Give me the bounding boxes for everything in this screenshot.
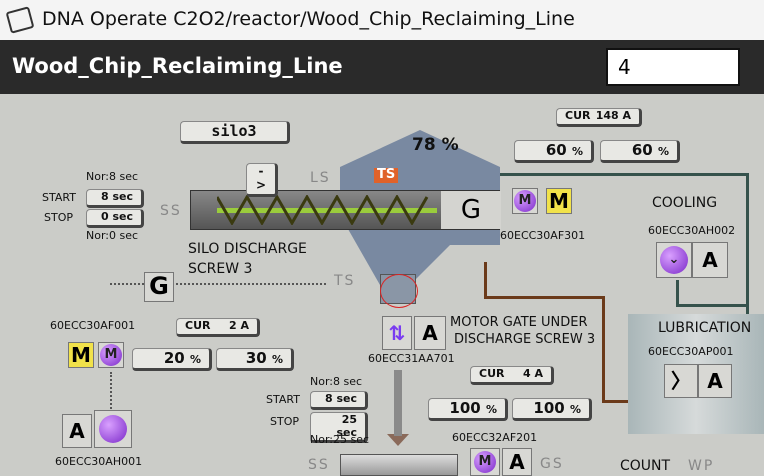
page-title: Wood_Chip_Reclaiming_Line (12, 54, 343, 78)
window-title: DNA Operate C2O2/reactor/Wood_Chip_Recla… (42, 8, 575, 31)
cooling-line-down (676, 280, 679, 306)
nor-stop: Nor:0 sec (86, 229, 139, 242)
dotted-link-3 (110, 372, 112, 412)
af001-setpoint-2[interactable]: 30 % (216, 348, 294, 372)
af201-ss-label: SS (308, 457, 330, 473)
ah001-auto-button[interactable]: A (62, 414, 92, 448)
silo-level: 78 % (412, 135, 459, 155)
chute (394, 370, 402, 436)
wp-label: WP (688, 458, 715, 474)
af301-tag: 60ECC30AF301 (500, 229, 586, 242)
lube-line-up (484, 262, 487, 298)
af001-gear-g: G (144, 272, 174, 302)
af201-stop-label: STOP (270, 415, 299, 428)
app-icon (5, 6, 35, 34)
highlight-circle (380, 274, 418, 308)
gate-tag: 60ECC31AA701 (368, 352, 455, 365)
cooling-line (500, 173, 748, 176)
flow-arrow-icon (387, 434, 409, 446)
af201-tag: 60ECC32AF201 (452, 431, 538, 444)
conveyor[interactable] (340, 454, 458, 476)
start-delay-field[interactable]: 8 sec (86, 189, 144, 208)
af201-nor-stop: Nor:25 sec (310, 433, 370, 446)
af201-setpoint-2[interactable]: 100 % (512, 398, 592, 422)
cooling-auto-button[interactable]: A (692, 242, 728, 278)
cooling-label: COOLING (652, 195, 718, 211)
dotted-link (110, 283, 144, 285)
nor-start: Nor:8 sec (86, 170, 139, 183)
gate-auto-button[interactable]: A (414, 316, 446, 350)
gate-label-1: MOTOR GATE UNDER (450, 315, 588, 330)
af001-tag: 60ECC30AF001 (50, 319, 136, 332)
ss-label: SS (160, 203, 182, 219)
cooling-line-join (676, 304, 748, 307)
af001-setpoint-1[interactable]: 20 % (132, 348, 212, 372)
af201-stop-field[interactable]: 25 sec (310, 412, 368, 444)
ls-label: LS (310, 170, 331, 186)
af201-start-field[interactable]: 8 sec (310, 391, 368, 410)
ts-indicator: TS (374, 167, 399, 183)
direction-button[interactable]: -> (246, 163, 278, 197)
discharge-screw[interactable]: G (190, 190, 501, 230)
page-number-input[interactable]: 4 (606, 48, 740, 86)
count-label: COUNT (620, 458, 671, 474)
screw-graphic (217, 195, 437, 225)
af301-motor-m-icon[interactable]: M (512, 188, 538, 214)
af001-manual-m-button[interactable]: M (68, 342, 94, 368)
cooling-return-line (746, 173, 749, 403)
af301-manual-m-button[interactable]: M (546, 188, 572, 214)
gear-g: G (441, 191, 501, 229)
screw-label-2: SCREW 3 (188, 261, 253, 277)
lube-line-end (602, 400, 632, 403)
af301-setpoint-1[interactable]: 60 % (514, 140, 594, 164)
af201-setpoint-1[interactable]: 100 % (428, 398, 508, 422)
cooling-tag: 60ECC30AH002 (648, 224, 736, 237)
lubrication-auto-button[interactable]: A (698, 364, 732, 398)
ah001-valve-icon[interactable] (94, 410, 132, 448)
start-label: START (42, 191, 76, 204)
lubrication-pump-icon[interactable]: 〉 (664, 364, 698, 398)
page-header: Wood_Chip_Reclaiming_Line 4 (0, 40, 764, 94)
cooling-valve-icon[interactable]: ⌄ (656, 242, 692, 278)
ts-label: TS (334, 273, 356, 289)
af001-motor-m-icon[interactable]: M (98, 342, 124, 368)
ah001-tag: 60ECC30AH001 (55, 455, 143, 468)
af201-start-label: START (266, 393, 300, 406)
screw-label-1: SILO DISCHARGE (188, 241, 307, 257)
af301-setpoint-2[interactable]: 60 % (600, 140, 680, 164)
lubrication-label: LUBRICATION (658, 320, 752, 336)
gate-actuator-icon[interactable]: ⇅ (382, 316, 412, 350)
silo3-button[interactable]: silo3 (180, 121, 290, 145)
stop-delay-field[interactable]: 0 sec (86, 209, 144, 228)
dotted-link-2 (176, 283, 326, 285)
lube-line-h (484, 296, 604, 299)
af201-motor-m-icon[interactable]: M (470, 448, 500, 476)
af201-auto-button[interactable]: A (502, 448, 532, 476)
stop-label: STOP (44, 211, 73, 224)
lubrication-tag: 60ECC30AP001 (648, 345, 734, 358)
gate-label-2: DISCHARGE SCREW 3 (454, 332, 596, 347)
lube-line-v (602, 296, 605, 402)
af201-nor-start: Nor:8 sec (310, 375, 363, 388)
window-titlebar: DNA Operate C2O2/reactor/Wood_Chip_Recla… (0, 0, 764, 40)
af201-gs-label: GS (540, 456, 564, 472)
